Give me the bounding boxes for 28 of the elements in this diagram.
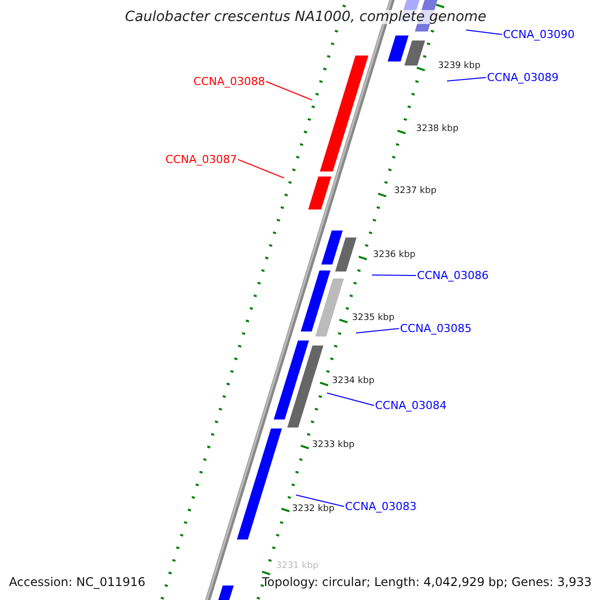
- gene-label: CCNA_03088: [193, 76, 265, 87]
- gene-label: CCNA_03084: [375, 400, 447, 411]
- tick-label: 3239 kbp: [438, 62, 480, 71]
- tick-label: 3237 kbp: [394, 187, 436, 196]
- leader-line: [356, 328, 400, 334]
- tick-label: 3238 kbp: [416, 125, 458, 134]
- tick-label: 3231 kbp: [276, 562, 318, 571]
- tick-label: 3236 kbp: [373, 251, 416, 260]
- gene-label: CCNA_03090: [503, 29, 575, 40]
- leader-line: [446, 77, 486, 82]
- leader-line: [266, 81, 312, 100]
- leader-line: [296, 494, 344, 507]
- tick-label: 3232 kbp: [292, 505, 334, 514]
- gene-label: CCNA_03086: [417, 270, 489, 281]
- gene-label: CCNA_03083: [345, 501, 417, 512]
- tick-label: 3234 kbp: [332, 377, 374, 386]
- leader-line: [466, 30, 502, 35]
- accession-note: Accession: NC_011916: [9, 576, 146, 588]
- tick-label: 3233 kbp: [312, 441, 354, 450]
- gene-label: CCNA_03087: [165, 154, 237, 165]
- title: Caulobacter crescentus NA1000, complete genome: [125, 10, 486, 24]
- gene-label: CCNA_03085: [400, 323, 472, 334]
- tick-label: 3235 kbp: [352, 314, 394, 323]
- genome-summary: Topology: circular; Length: 4,042,929 bp; Genes: 3,933: [262, 576, 592, 588]
- leader-line: [372, 274, 416, 276]
- leader-line: [238, 159, 284, 178]
- leader-line: [326, 392, 374, 406]
- gene-label: CCNA_03089: [487, 72, 559, 83]
